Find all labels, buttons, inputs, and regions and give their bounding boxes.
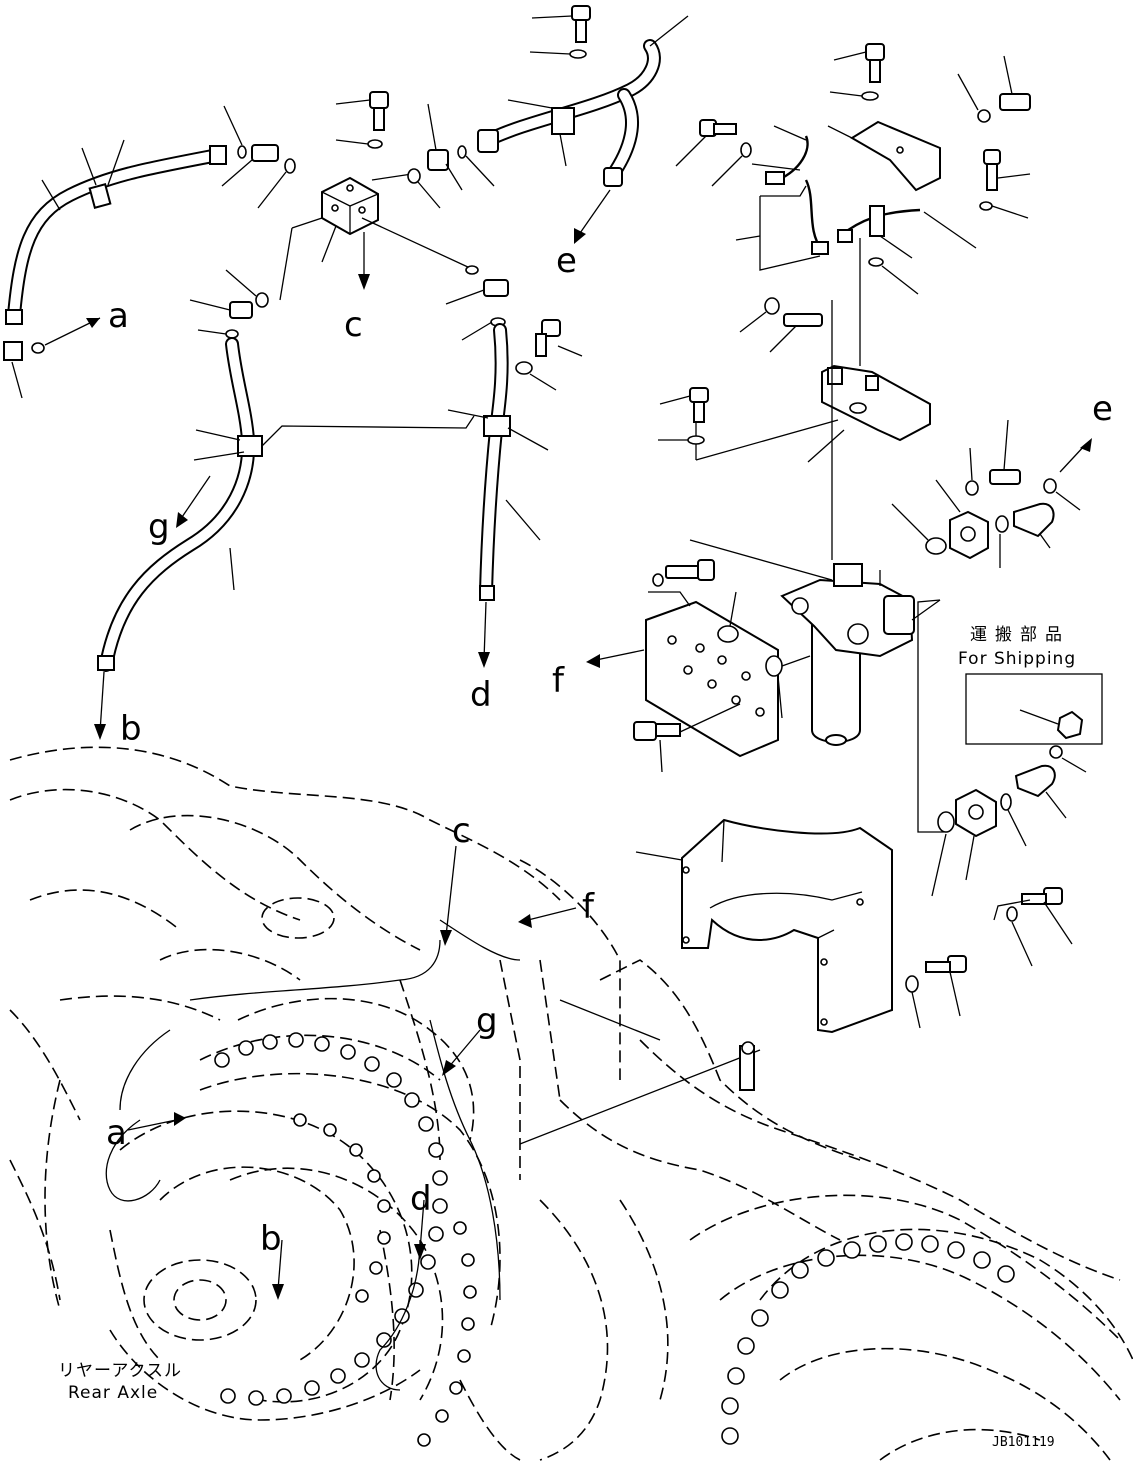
cover-plate	[586, 559, 811, 773]
callout-a-top: a	[108, 296, 129, 336]
callout-e-top: e	[556, 241, 577, 281]
callout-c-bottom: c	[452, 811, 471, 851]
shipping-label-en: For Shipping	[958, 649, 1076, 669]
callout-d-top: d	[470, 675, 492, 715]
shipping-label-jp: 運搬部品	[970, 625, 1070, 645]
fittings-upper	[189, 105, 296, 339]
distribution-block	[279, 173, 471, 301]
bolt-ring	[214, 1032, 477, 1447]
ring-gear-right	[721, 1228, 1133, 1445]
callout-e-right: e	[1092, 389, 1113, 429]
callout-f-top: f	[552, 661, 565, 701]
callout-d-bottom: d	[410, 1179, 432, 1219]
callout-g-top: g	[148, 507, 170, 547]
callout-a-bottom: a	[106, 1113, 127, 1153]
callout-b-top: b	[120, 709, 142, 749]
shipping-parts-box	[965, 673, 1103, 745]
hose-assembly-top	[477, 5, 689, 244]
flange-fittings-upper	[891, 419, 1092, 568]
hose-d	[447, 319, 583, 668]
rear-axle-label-jp: リヤーアクスル	[58, 1361, 182, 1381]
figure-id: JB101119	[992, 1435, 1055, 1450]
callout-f-bottom: f	[582, 887, 595, 927]
bolt-block	[335, 91, 389, 149]
hose-g	[94, 337, 475, 740]
callout-b-bottom: b	[260, 1219, 282, 1259]
filter-guard	[635, 818, 893, 1034]
rear-axle-label-en: Rear Axle	[68, 1383, 158, 1403]
filter-mounting-bracket	[658, 364, 931, 463]
sensor-bracket-assembly	[675, 43, 1031, 366]
callout-arrows-bottom	[127, 845, 577, 1300]
callout-c-top: c	[344, 305, 363, 345]
callout-g-bottom: g	[476, 1001, 498, 1041]
filter-housing	[689, 300, 944, 833]
machine-hoses	[105, 919, 761, 1391]
hose-assembly-left	[3, 139, 227, 399]
fittings-block-right	[407, 103, 509, 341]
flange-fittings-lower	[905, 745, 1087, 1029]
rear-axle-housing	[9, 746, 1121, 1461]
